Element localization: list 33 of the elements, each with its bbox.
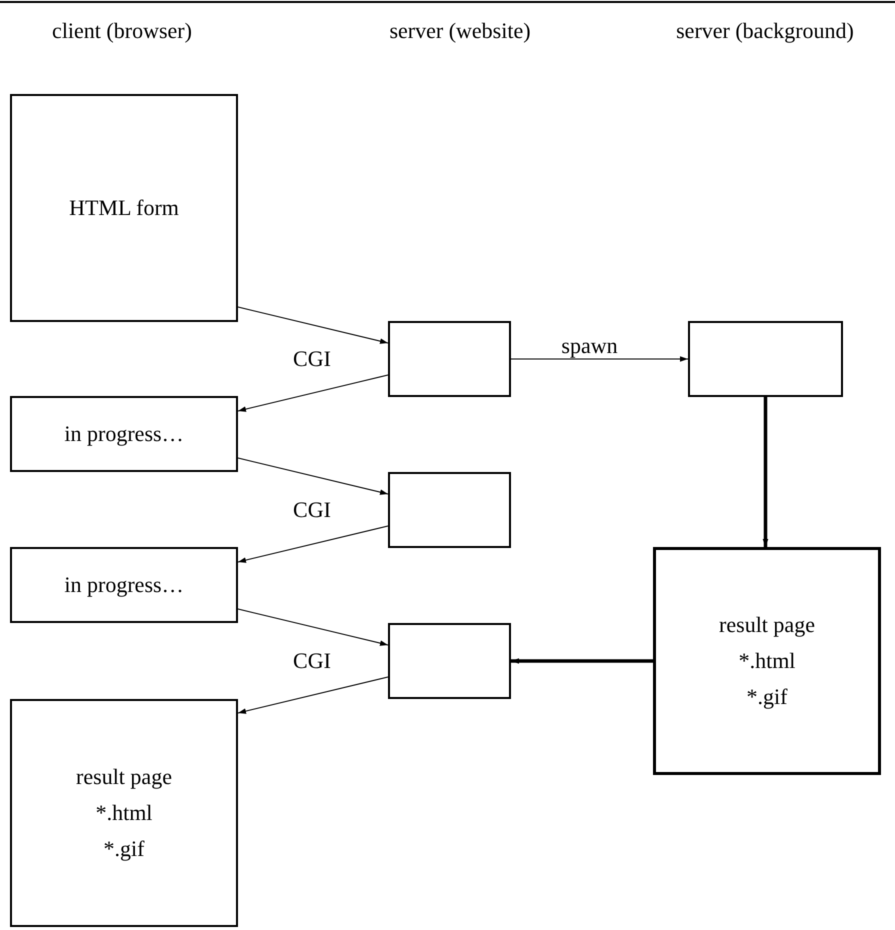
arrow xyxy=(511,658,653,664)
protocol-label: CGI xyxy=(293,648,331,674)
process-box xyxy=(10,699,238,927)
process-box xyxy=(388,472,511,548)
protocol-label: CGI xyxy=(293,497,331,523)
box-text: *.gif xyxy=(746,683,788,711)
arrow xyxy=(238,608,388,646)
arrow xyxy=(238,306,388,344)
box-text: *.html xyxy=(96,799,152,827)
protocol-label: CGI xyxy=(293,346,331,372)
process-box xyxy=(10,94,238,322)
box-text: HTML form xyxy=(69,194,179,222)
arrow xyxy=(762,397,768,547)
box-text: result page xyxy=(719,611,815,639)
box-text: in progress… xyxy=(64,571,184,599)
column-heading: server (website) xyxy=(389,18,531,44)
arrow xyxy=(238,374,388,412)
process-box xyxy=(10,547,238,623)
process-box xyxy=(388,623,511,699)
process-box xyxy=(688,321,843,397)
arrow xyxy=(238,676,388,714)
arrow xyxy=(510,356,688,362)
column-heading: client (browser) xyxy=(52,18,192,44)
box-text: *.gif xyxy=(104,835,144,863)
process-box xyxy=(10,396,238,472)
column-heading: server (background) xyxy=(676,18,854,44)
box-text: result page xyxy=(76,763,172,791)
arrow xyxy=(238,526,388,563)
process-box xyxy=(388,321,511,397)
arrow xyxy=(238,458,388,495)
process-box xyxy=(653,547,881,775)
box-text: in progress… xyxy=(64,420,184,448)
box-text: *.html xyxy=(738,647,796,675)
